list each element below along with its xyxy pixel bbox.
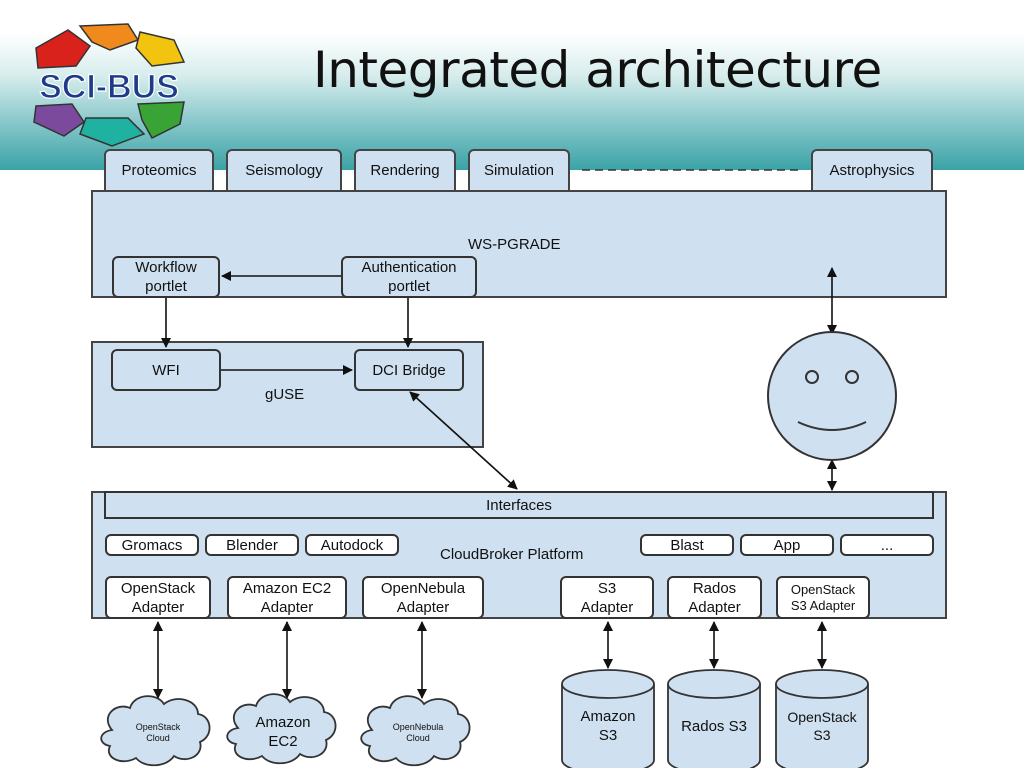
amazon-s3-label: Amazon S3 [580, 708, 636, 744]
tab-astrophysics: Astrophysics [811, 149, 933, 191]
openstack-s3-adapter: OpenStack S3 Adapter [776, 576, 870, 619]
openstack-s3-label: OpenStack S3 [787, 709, 857, 743]
app-app: App [740, 534, 834, 556]
rados-adapter: Rados Adapter [667, 576, 762, 619]
amazon-ec2-cloud-label: Amazon EC2 [255, 714, 311, 750]
app-autodock: Autodock [305, 534, 399, 556]
sci-bus-logo: SCI-BUS [33, 23, 186, 147]
cloudbroker-label: CloudBroker Platform [440, 546, 584, 563]
app-blast: Blast [640, 534, 734, 556]
openstack-adapter: OpenStack Adapter [105, 576, 211, 619]
tab-rendering: Rendering [354, 149, 456, 191]
amazon-ec2-adapter: Amazon EC2 Adapter [227, 576, 347, 619]
app-more: ... [840, 534, 934, 556]
tab-simulation: Simulation [468, 149, 570, 191]
dci-bridge-box: DCI Bridge [354, 349, 464, 391]
header-band [0, 0, 1024, 170]
interfaces-bar: Interfaces [104, 491, 934, 519]
authentication-portlet: Authentication portlet [341, 256, 477, 298]
tab-proteomics: Proteomics [104, 149, 214, 191]
workflow-portlet: Workflow portlet [112, 256, 220, 298]
s3-adapter: S3 Adapter [560, 576, 654, 619]
logo-text: SCI-BUS [39, 68, 179, 106]
tab-seismology: Seismology [226, 149, 342, 191]
user-smiley-icon [767, 331, 897, 461]
opennebula-cloud-label: OpenNebula Cloud [392, 722, 444, 743]
rados-s3-label: Rados S3 [681, 717, 747, 735]
app-blender: Blender [205, 534, 299, 556]
page-title: Integrated architecture [313, 41, 882, 99]
guse-label: gUSE [265, 386, 305, 403]
ws-pgrade-label: WS-PGRADE [468, 236, 561, 253]
opennebula-adapter: OpenNebula Adapter [362, 576, 484, 619]
ws-pgrade-panel [91, 190, 947, 298]
openstack-cloud-label: OpenStack Cloud [135, 722, 181, 743]
wfi-box: WFI [111, 349, 221, 391]
app-gromacs: Gromacs [105, 534, 199, 556]
